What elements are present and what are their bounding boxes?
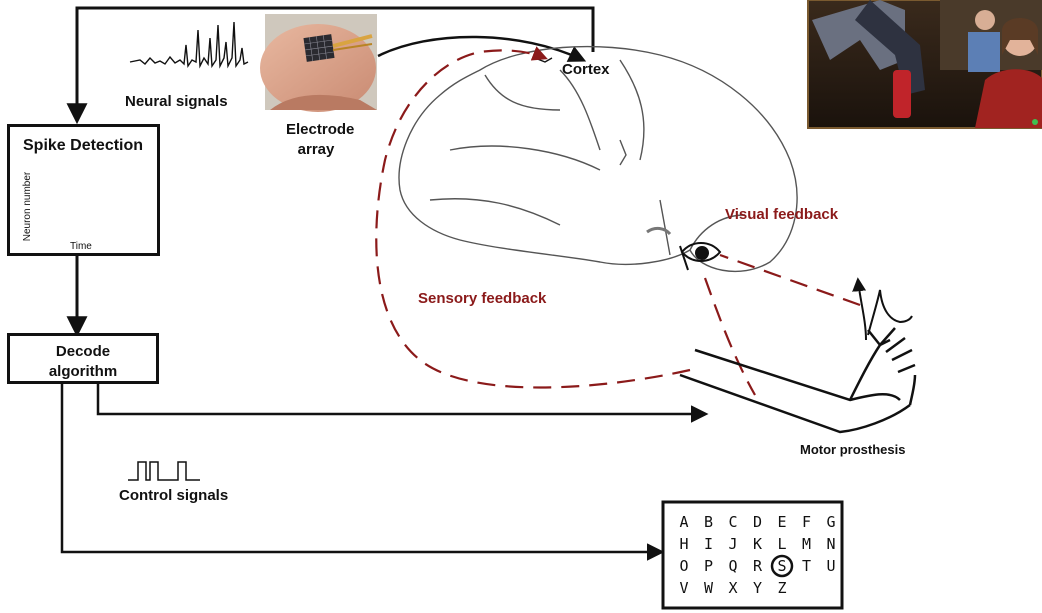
motor-prosthesis-arm — [680, 290, 915, 432]
letter-U[interactable]: U — [826, 557, 835, 575]
letter-R[interactable]: R — [753, 557, 763, 575]
arrow-decode-to-board — [62, 383, 661, 552]
decode-algorithm-box: Decode algorithm — [7, 333, 159, 384]
spike-detection-title: Spike Detection — [23, 137, 143, 155]
letter-N[interactable]: N — [826, 535, 835, 553]
spike-detection-box: Spike Detection Neuron number Time — [7, 124, 160, 256]
visual-feedback-arrow — [858, 280, 866, 340]
letter-S[interactable]: S — [777, 557, 786, 575]
letter-G[interactable]: G — [826, 513, 835, 531]
electrode-array-label-line1: Electrode — [286, 120, 346, 140]
sensory-feedback-label: Sensory feedback — [418, 290, 546, 307]
letter-F[interactable]: F — [802, 513, 811, 531]
letter-B[interactable]: B — [704, 513, 713, 531]
brain-illustration — [399, 47, 797, 272]
control-signal-pulses — [128, 462, 200, 480]
decode-algorithm-line1: Decode — [10, 342, 156, 362]
patient-photo — [808, 0, 1042, 128]
letter-D[interactable]: D — [753, 513, 762, 531]
neural-signal-trace — [130, 22, 248, 66]
decode-algorithm-label: Decode algorithm — [10, 342, 156, 382]
control-signals-label: Control signals — [119, 487, 228, 504]
electrode-array-label-line2: array — [286, 140, 346, 160]
arrow-decode-to-prosthesis — [98, 383, 705, 414]
letter-T[interactable]: T — [802, 557, 811, 575]
motor-prosthesis-label: Motor prosthesis — [800, 442, 905, 457]
cortex-label: Cortex — [562, 61, 610, 78]
letter-A[interactable]: A — [679, 513, 688, 531]
letter-Z[interactable]: Z — [777, 579, 786, 597]
sensory-feedback-loop — [376, 50, 690, 387]
letter-H[interactable]: H — [679, 535, 688, 553]
raster-xlabel: Time — [70, 241, 92, 252]
visual-feedback-line — [720, 255, 860, 305]
eye-icon — [680, 243, 720, 270]
letter-I[interactable]: I — [704, 535, 713, 553]
visual-feedback-label: Visual feedback — [725, 206, 838, 223]
letter-C[interactable]: C — [728, 513, 737, 531]
letter-J[interactable]: J — [728, 535, 737, 553]
letter-Y[interactable]: Y — [753, 579, 762, 597]
electrode-array-label: Electrode array — [286, 120, 346, 160]
letter-W[interactable]: W — [704, 579, 714, 597]
electrode-array-photo — [260, 14, 377, 112]
letter-K[interactable]: K — [753, 535, 762, 553]
letter-X[interactable]: X — [728, 579, 737, 597]
neural-signals-label: Neural signals — [125, 93, 228, 110]
decode-algorithm-line2: algorithm — [10, 362, 156, 382]
letter-M[interactable]: M — [802, 535, 811, 553]
letter-O[interactable]: O — [679, 557, 688, 575]
letter-E[interactable]: E — [777, 513, 786, 531]
visual-feedback-line-2 — [705, 278, 755, 395]
letter-P[interactable]: P — [704, 557, 713, 575]
raster-ylabel: Neuron number — [22, 172, 33, 241]
letter-Q[interactable]: Q — [728, 557, 737, 575]
letter-L[interactable]: L — [777, 535, 786, 553]
letter-V[interactable]: V — [679, 579, 688, 597]
